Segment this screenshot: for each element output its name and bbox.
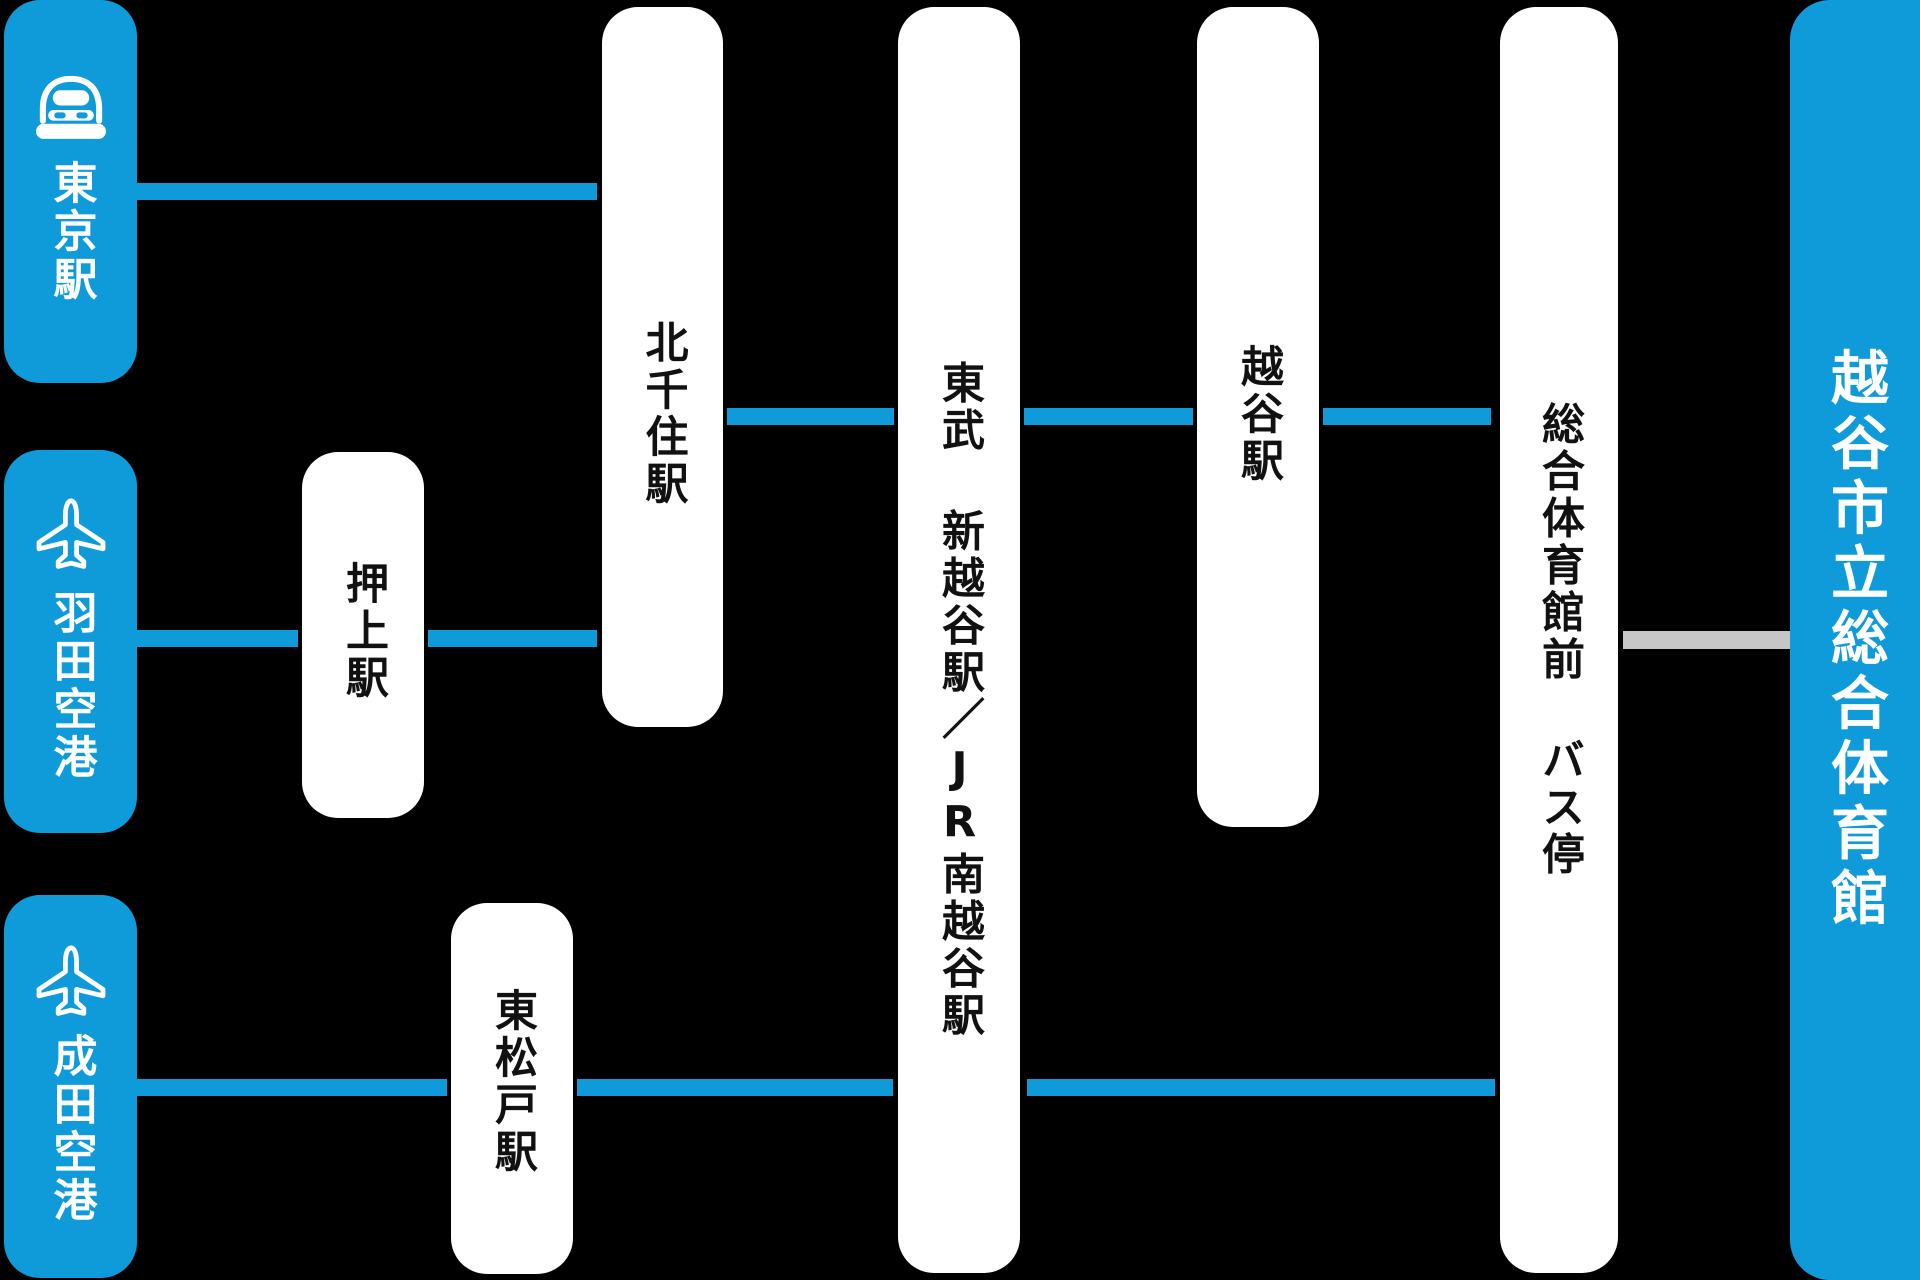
route-line-tokyo-kitasenju	[137, 183, 597, 200]
station-label-higashimatsudo: 東松戸駅	[487, 988, 538, 1176]
route-line-koshigaya-bustop	[1323, 408, 1491, 425]
route-line-haneda-oshiage	[137, 630, 298, 647]
origin-box-narita: 成田空港	[4, 895, 137, 1278]
station-label-bus-stop: 総合体育館前 バス停	[1534, 401, 1585, 879]
shinkansen-icon	[35, 75, 106, 139]
origin-box-haneda: 羽田空港	[4, 450, 137, 833]
route-line-shinkoshigaya-koshigaya	[1024, 408, 1193, 425]
origin-label-tokyo: 東京駅	[45, 160, 97, 304]
origin-label-haneda: 羽田空港	[45, 590, 97, 782]
route-line-higashimatsudo-shinkoshigaya	[577, 1079, 893, 1096]
walk-line-bustop-gym	[1623, 631, 1790, 649]
route-line-shinkoshigaya-bustop	[1027, 1079, 1495, 1096]
origin-label-narita: 成田空港	[45, 1033, 97, 1225]
station-label-kitasenju: 北千住駅	[638, 320, 688, 508]
route-line-oshiage-kitasenju	[428, 630, 597, 647]
station-pill-kitasenju: 北千住駅	[602, 7, 723, 727]
destination-box: 越谷市立総合体育館	[1790, 0, 1920, 1280]
route-line-narita-higashimatsudo	[137, 1079, 447, 1096]
station-pill-oshiage: 押上駅	[302, 452, 424, 818]
station-pill-shinkoshigaya: 東武 新越谷駅／JR南越谷駅	[898, 7, 1020, 1273]
destination-label: 越谷市立総合体育館	[1821, 347, 1889, 933]
station-pill-bus-stop: 総合体育館前 バス停	[1500, 7, 1618, 1273]
station-label-oshiage: 押上駅	[338, 561, 389, 702]
airplane-icon	[36, 945, 105, 1016]
airplane-icon	[36, 498, 105, 569]
station-pill-higashimatsudo: 東松戸駅	[451, 903, 573, 1274]
station-pill-koshigaya: 越谷駅	[1197, 7, 1319, 827]
station-label-shinkoshigaya: 東武 新越谷駅／JR南越谷駅	[934, 360, 985, 1040]
route-line-kitasenju-shinkoshigaya	[727, 408, 894, 425]
origin-box-tokyo: 東京駅	[4, 0, 137, 383]
station-label-koshigaya: 越谷駅	[1233, 344, 1284, 485]
